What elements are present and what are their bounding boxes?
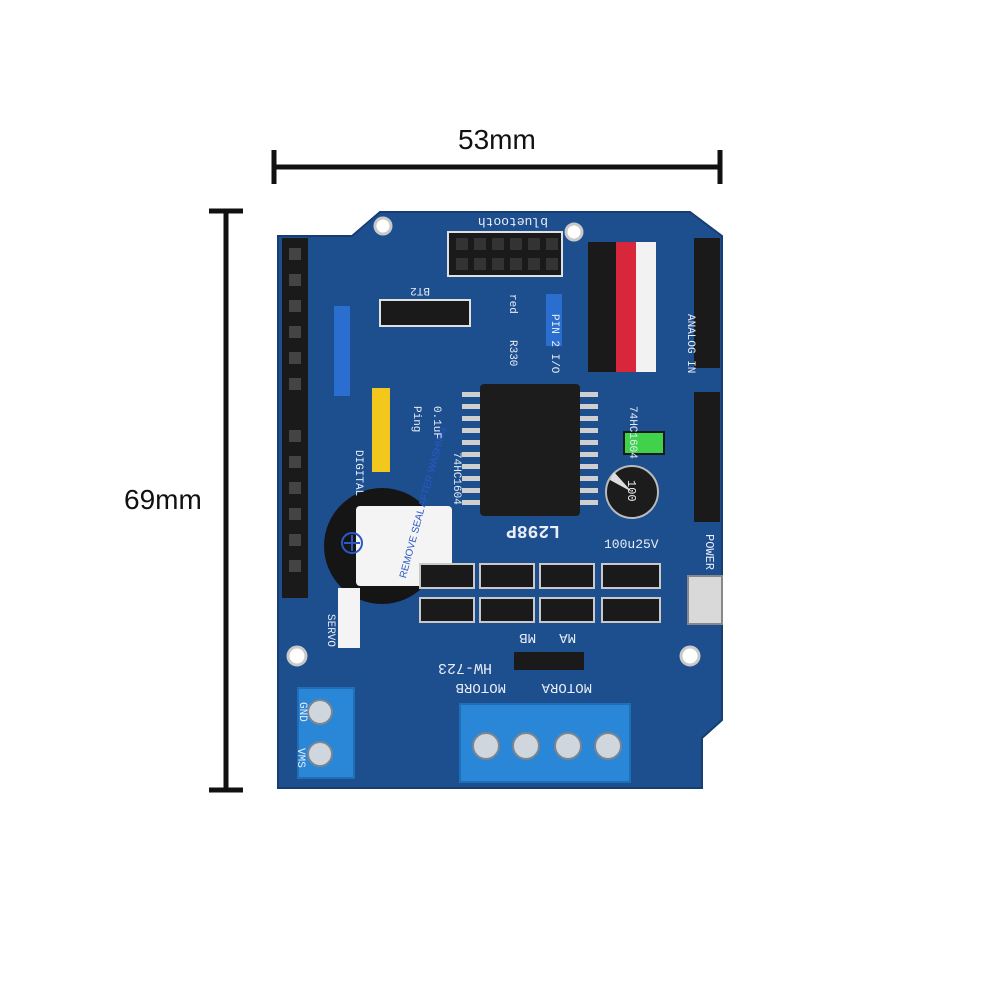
ping-header <box>372 388 390 472</box>
servo-header <box>338 588 360 648</box>
rgb-led-header <box>334 306 350 396</box>
pin2-io-label: PIN 2 I/O <box>548 314 560 374</box>
digital-label: DIGITAL <box>352 450 364 496</box>
pin2-io-header <box>546 294 562 346</box>
capacitor-label: 100u25V <box>604 537 659 552</box>
gnd-label: GND <box>296 702 308 722</box>
width-dimension-label: 53mm <box>458 124 536 155</box>
smd-diodes <box>419 563 661 623</box>
power-label: POWER <box>702 534 716 570</box>
ma-label: MA <box>559 629 576 645</box>
analog-gvs-pins <box>588 242 656 372</box>
reset-button <box>687 575 723 625</box>
capacitor-value: 100 <box>624 480 638 502</box>
logic-chip-label: 74HC1604 <box>626 406 638 459</box>
chip-label: L298P <box>506 520 560 540</box>
model-label: HW-723 <box>438 659 492 676</box>
motor-terminal-block <box>459 703 631 783</box>
green-jumper <box>623 431 665 455</box>
resistor-label: R330 <box>506 340 518 366</box>
right-header <box>694 238 720 522</box>
bluetooth-header <box>447 231 563 277</box>
bt2-label: BT2 <box>410 284 430 296</box>
ma-mb-header <box>514 652 584 670</box>
power-terminal-block <box>297 687 355 779</box>
mounting-holes <box>286 216 701 667</box>
servo-label: SERVO <box>324 614 336 647</box>
ping-label: Ping <box>410 406 422 432</box>
logic-chip-label-2: 74HC1604 <box>450 452 462 505</box>
capacitor <box>605 465 659 519</box>
motorb-label: MOTORB <box>456 679 506 695</box>
bt2-header <box>379 299 471 327</box>
motora-label: MOTORA <box>541 679 592 695</box>
red-label: red <box>506 294 518 314</box>
l298p-chip <box>462 384 598 516</box>
width-dimension-arrow <box>271 150 723 184</box>
height-dimension-label: 69mm <box>124 484 202 515</box>
height-dimension-arrow <box>209 208 243 793</box>
mb-label: MB <box>519 629 536 645</box>
digital-header <box>282 238 308 598</box>
bluetooth-label: bluetooth <box>478 214 548 229</box>
vms-label: VMS <box>294 748 306 768</box>
small-cap-label: 0.1uF <box>430 406 442 439</box>
analog-label: ANALOG IN <box>684 314 696 373</box>
